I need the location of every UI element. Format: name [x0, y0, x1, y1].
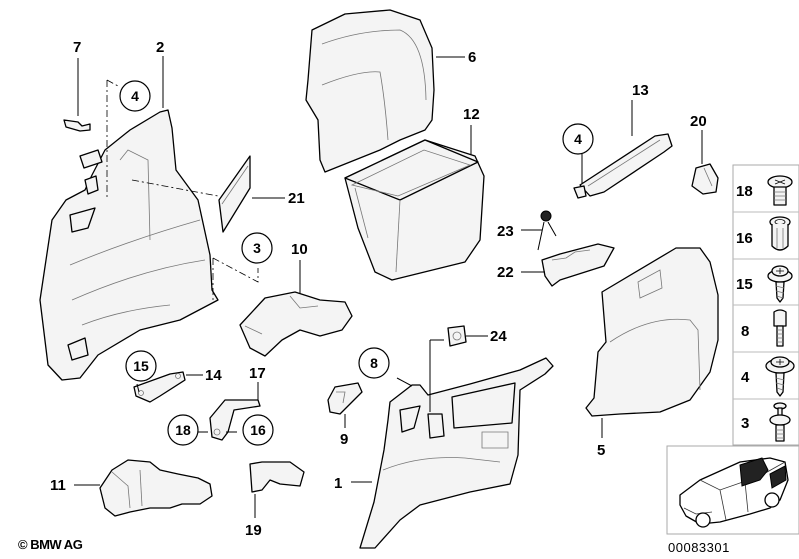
part-23-spring[interactable] [537, 210, 557, 251]
label-23[interactable]: 23 [497, 223, 514, 240]
part-19-wedge-block[interactable] [249, 461, 305, 493]
part-21-cover-plate[interactable] [218, 155, 251, 233]
part-12-storage-box[interactable] [344, 139, 485, 281]
fastener-legend: 18 16 15 [732, 164, 799, 446]
label-22[interactable]: 22 [497, 264, 514, 281]
part-17-bracket[interactable] [209, 399, 261, 441]
bolt-icon [773, 309, 787, 347]
svg-text:4: 4 [574, 131, 582, 147]
callout-18[interactable]: 18 [167, 414, 199, 446]
svg-text:3: 3 [253, 240, 261, 256]
label-2[interactable]: 2 [156, 39, 164, 56]
pan-head-tapping-screw-icon [765, 356, 795, 397]
label-13[interactable]: 13 [632, 82, 649, 99]
part-6-cover-panel[interactable] [305, 9, 435, 173]
part-2-left-side-trim-panel[interactable] [39, 109, 219, 381]
svg-text:15: 15 [736, 276, 753, 293]
part-9-cap-cover[interactable] [327, 382, 363, 415]
svg-text:4: 4 [131, 88, 139, 104]
label-14[interactable]: 14 [205, 367, 222, 384]
legend-row-16[interactable]: 16 [736, 216, 791, 251]
expanding-nut-icon [769, 216, 791, 251]
suv-car-icon [679, 457, 789, 528]
push-rivet-icon [769, 402, 791, 442]
label-10[interactable]: 10 [291, 241, 308, 258]
svg-text:16: 16 [736, 230, 753, 247]
leader-lines [74, 56, 703, 518]
svg-text:4: 4 [741, 369, 750, 386]
label-12[interactable]: 12 [463, 106, 480, 123]
svg-text:18: 18 [175, 422, 191, 438]
label-5[interactable]: 5 [597, 442, 605, 459]
label-6[interactable]: 6 [468, 49, 476, 66]
copyright-text: © BMW AG [18, 537, 83, 552]
part-7-clip[interactable] [63, 119, 91, 132]
svg-text:8: 8 [741, 323, 749, 340]
label-11[interactable]: 11 [50, 477, 66, 494]
part-22-handle[interactable] [541, 243, 615, 287]
label-20[interactable]: 20 [690, 113, 707, 130]
callout-8[interactable]: 8 [358, 347, 390, 379]
svg-text:18: 18 [736, 183, 753, 200]
callout-3[interactable]: 3 [241, 232, 273, 264]
part-24-clip[interactable] [447, 325, 467, 347]
label-1[interactable]: 1 [334, 475, 342, 492]
legend-row-3[interactable]: 3 [741, 402, 791, 442]
legend-row-15[interactable]: 15 [736, 265, 793, 303]
label-21[interactable]: 21 [288, 190, 305, 207]
part-14-bracket[interactable] [133, 371, 186, 403]
part-1-right-side-trim-panel[interactable] [359, 357, 554, 549]
part-13-rail[interactable] [573, 133, 673, 199]
countersunk-screw-icon [767, 175, 793, 206]
svg-text:15: 15 [133, 358, 149, 374]
callout-16[interactable]: 16 [242, 414, 274, 446]
part-5-trim-panel[interactable] [585, 247, 719, 417]
vehicle-locator-thumbnail[interactable] [666, 445, 799, 535]
highlight-rear-quarter [739, 457, 769, 487]
svg-text:8: 8 [370, 355, 378, 371]
legend-row-4[interactable]: 4 [741, 356, 795, 397]
legend-row-18[interactable]: 18 [736, 175, 793, 206]
svg-text:16: 16 [250, 422, 266, 438]
part-10-wheel-arch-cover[interactable] [239, 291, 353, 357]
label-19[interactable]: 19 [245, 522, 262, 539]
callout-15[interactable]: 15 [125, 350, 157, 382]
assembly-dash-lines [106, 79, 259, 300]
part-20-latch-cap[interactable] [691, 163, 719, 195]
part-2-bracket-top [79, 149, 103, 195]
label-7[interactable]: 7 [73, 39, 81, 56]
part-11-support-bracket[interactable] [99, 459, 213, 517]
legend-row-8[interactable]: 8 [741, 309, 787, 347]
callout-4-left[interactable]: 4 [119, 80, 151, 112]
document-number: 00083301 [668, 540, 730, 555]
washer-head-tapping-screw-icon [767, 265, 793, 303]
label-24[interactable]: 24 [490, 328, 507, 345]
callout-4-right[interactable]: 4 [562, 123, 594, 155]
label-17[interactable]: 17 [249, 365, 266, 382]
label-9[interactable]: 9 [340, 431, 348, 448]
svg-text:3: 3 [741, 415, 749, 432]
